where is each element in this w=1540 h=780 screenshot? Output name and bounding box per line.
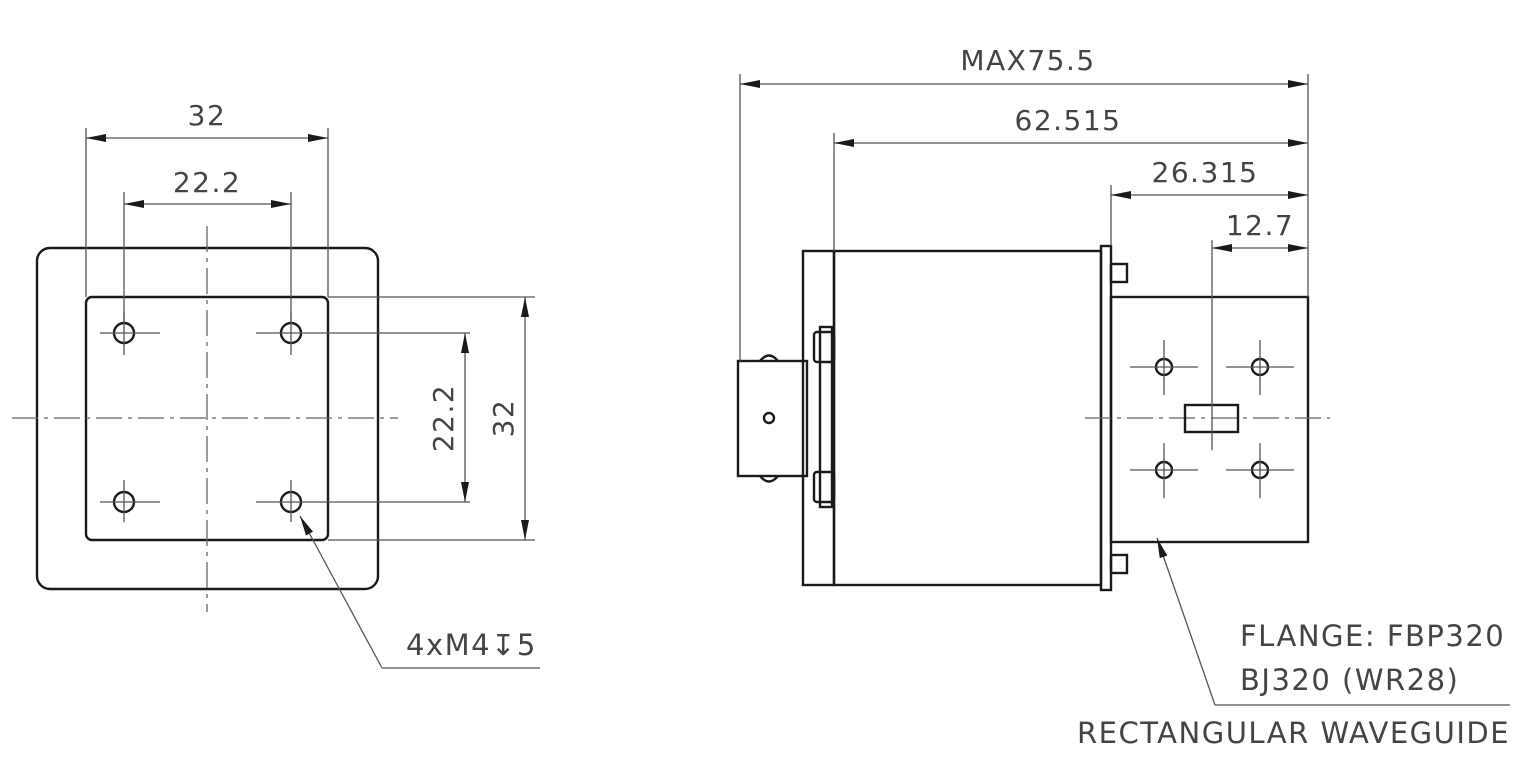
- side-connector: [736, 359, 809, 478]
- mounting-hole-top-right: [256, 312, 470, 355]
- flange-hole-bottom-right: [1226, 443, 1294, 498]
- flange-note-line1: FLANGE: FBP320: [1240, 619, 1505, 653]
- side-waveguide-flange: [1109, 295, 1310, 544]
- side-view: MAX75.5 62.515 26.315 12.7 FLANGE: FBP32…: [736, 44, 1510, 750]
- front-view: 32 22.2 22.2 32 4xM4↧5: [12, 99, 540, 669]
- flange-hole-top-right: [1226, 340, 1294, 395]
- side-screw-top: [1109, 262, 1129, 284]
- mounting-hole-bottom-left: [100, 480, 160, 522]
- mounting-hole-top-left: [100, 312, 160, 355]
- dim-width-hole-label: 22.2: [173, 166, 241, 199]
- hole-callout-label: 4xM4↧5: [406, 628, 537, 662]
- flange-hole-top-left: [1130, 340, 1198, 395]
- side-connector-pin: [762, 411, 776, 425]
- dim-center-label: 12.7: [1226, 209, 1294, 242]
- flange-hole-bottom-left: [1130, 443, 1198, 498]
- dim-height-hole-label: 22.2: [427, 384, 460, 452]
- side-main-body: [832, 249, 1103, 587]
- dim-width-outer-label: 32: [188, 99, 227, 132]
- dim-height-outer-label: 32: [487, 399, 520, 438]
- side-screw-bottom: [1109, 553, 1129, 575]
- dim-body-label: 62.515: [1015, 104, 1122, 137]
- flange-note-line3: RECTANGULAR WAVEGUIDE: [1077, 716, 1510, 750]
- mounting-hole-bottom-right: [256, 480, 470, 522]
- flange-note-line2: BJ320 (WR28): [1240, 663, 1459, 697]
- hole-callout-leader: [299, 515, 383, 669]
- flange-note-leader: [1156, 537, 1216, 706]
- dim-overall-label: MAX75.5: [960, 44, 1095, 77]
- dim-flange-label: 26.315: [1152, 156, 1259, 189]
